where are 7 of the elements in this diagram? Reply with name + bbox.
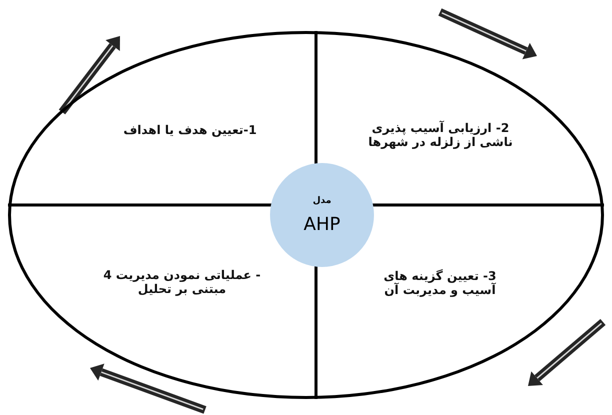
heading-text: مدل — [312, 196, 332, 206]
step-text: 2- ارزیابی آسیب پذیری ناشی از زلزله در شهرها — [362, 114, 519, 156]
step-text: - عملیاتی نمودن مدیریت 4 مبتنی بر تحلیل — [103, 261, 261, 303]
ellipse-shape — [8, 31, 604, 399]
step-text: 3- تعیین گزینه های آسیب و مدیربت آن — [366, 262, 514, 304]
step-text: 1-تعیین هدف یا اهداف — [92, 112, 288, 148]
acronym-text: AHP — [304, 214, 340, 234]
